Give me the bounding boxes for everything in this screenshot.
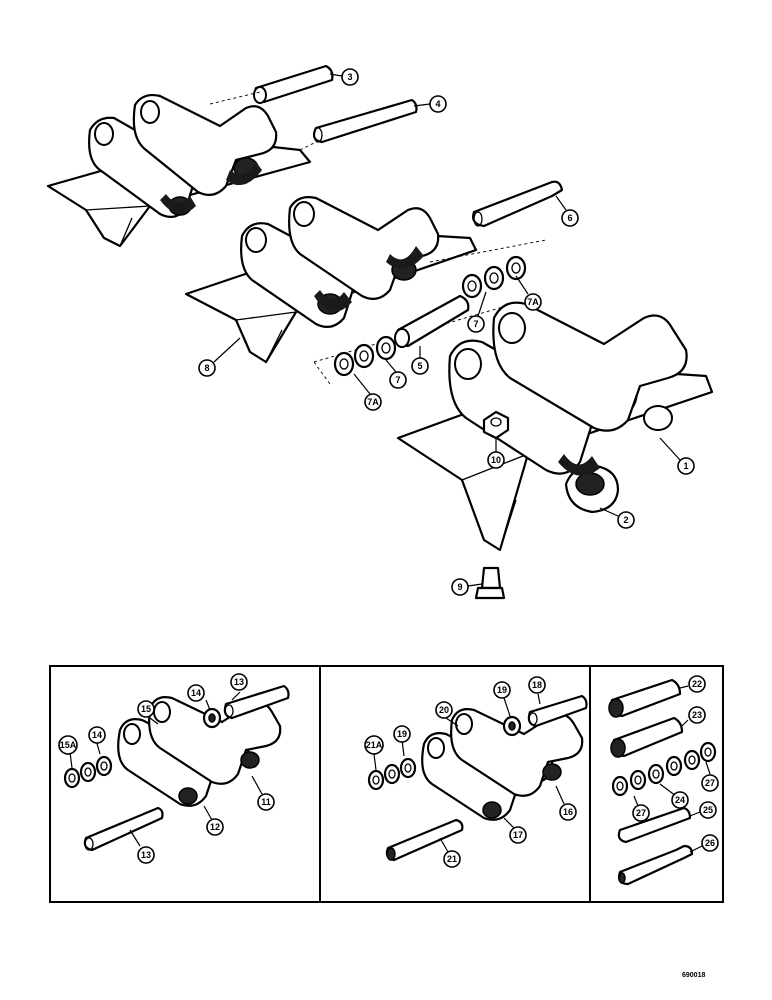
callout-16: 16: [559, 803, 577, 821]
svg-text:27: 27: [705, 778, 715, 788]
callout-14-left: 14: [88, 726, 106, 744]
callout-3: 3: [341, 68, 359, 86]
callout-13-top: 13: [230, 673, 248, 691]
callout-21A: 21A: [364, 735, 384, 755]
callout-13-bottom: 13: [137, 846, 155, 864]
svg-text:7: 7: [473, 319, 478, 329]
callout-9: 9: [451, 578, 469, 596]
svg-text:16: 16: [563, 807, 573, 817]
callout-17: 17: [509, 826, 527, 844]
bushing-3: [253, 64, 334, 104]
seal-7-right: [461, 255, 527, 299]
svg-text:15A: 15A: [60, 740, 77, 750]
svg-text:14: 14: [92, 730, 102, 740]
svg-text:25: 25: [703, 805, 713, 815]
svg-text:6: 6: [567, 213, 572, 223]
callout-14-top: 14: [187, 684, 205, 702]
svg-text:13: 13: [141, 850, 151, 860]
callout-20: 20: [435, 701, 453, 719]
inset-panels-frame: [49, 665, 724, 903]
svg-text:15: 15: [141, 704, 151, 714]
callout-11: 11: [257, 793, 275, 811]
callout-24: 24: [671, 791, 689, 809]
svg-text:7A: 7A: [527, 297, 539, 307]
callout-2: 2: [617, 511, 635, 529]
callout-group-main: 3 4 6 7A 7 5 7 7A 8 10 1 2 9: [198, 68, 695, 596]
inset-a-link-assembly: [63, 684, 290, 852]
callout-19-top: 19: [493, 681, 511, 699]
pin-4: [312, 98, 418, 144]
callout-25: 25: [699, 801, 717, 819]
callout-7A-left: 7A: [364, 393, 382, 411]
svg-text:23: 23: [692, 710, 702, 720]
svg-text:26: 26: [705, 838, 715, 848]
callout-group-inset-a: 13 14 15 14 15A 11 12 13: [58, 673, 275, 864]
bushing-5: [394, 294, 470, 348]
svg-text:3: 3: [347, 72, 352, 82]
drawing-code: 690018: [682, 972, 706, 979]
callout-19-left: 19: [393, 725, 411, 743]
svg-text:19: 19: [397, 729, 407, 739]
bolt-9: [474, 566, 506, 600]
svg-text:11: 11: [261, 797, 271, 807]
svg-text:10: 10: [491, 455, 501, 465]
callout-26: 26: [701, 834, 719, 852]
svg-text:21: 21: [447, 854, 457, 864]
callout-18: 18: [528, 676, 546, 694]
callout-15A: 15A: [58, 735, 78, 755]
svg-text:17: 17: [513, 830, 523, 840]
callout-group-inset-b: 18 19 20 19 21A 16 17 21: [364, 676, 577, 868]
callout-7-right: 7: [467, 315, 485, 333]
svg-text:14: 14: [191, 688, 201, 698]
svg-text:2: 2: [623, 515, 628, 525]
svg-text:5: 5: [417, 361, 422, 371]
svg-text:13: 13: [234, 677, 244, 687]
callout-6: 6: [561, 209, 579, 227]
callout-7-left: 7: [389, 371, 407, 389]
callout-7A-right: 7A: [524, 293, 542, 311]
svg-text:21A: 21A: [366, 740, 383, 750]
callout-10: 10: [487, 451, 505, 469]
svg-text:22: 22: [692, 679, 702, 689]
svg-text:27: 27: [636, 808, 646, 818]
callout-5: 5: [411, 357, 429, 375]
callout-1: 1: [677, 457, 695, 475]
callout-27-right: 27: [701, 774, 719, 792]
svg-text:12: 12: [210, 822, 220, 832]
seal-7-left: [333, 335, 397, 377]
svg-text:4: 4: [435, 99, 440, 109]
track-link-middle-pair: [240, 196, 440, 329]
callout-15: 15: [137, 700, 155, 718]
pin-6: [472, 180, 564, 228]
svg-text:20: 20: [439, 705, 449, 715]
svg-text:24: 24: [675, 795, 685, 805]
nut-10: [482, 410, 510, 440]
svg-text:9: 9: [457, 582, 462, 592]
callout-22: 22: [688, 675, 706, 693]
svg-text:7A: 7A: [367, 397, 379, 407]
svg-text:19: 19: [497, 685, 507, 695]
callout-12: 12: [206, 818, 224, 836]
inset-b-link-assembly: [367, 694, 588, 862]
callout-21: 21: [443, 850, 461, 868]
callout-27-left: 27: [632, 804, 650, 822]
svg-text:7: 7: [395, 375, 400, 385]
callout-8: 8: [198, 359, 216, 377]
callout-23: 23: [688, 706, 706, 724]
track-link-front-pair: [448, 301, 688, 514]
track-link-rear-pair: [88, 93, 278, 219]
callout-4: 4: [429, 95, 447, 113]
svg-text:8: 8: [204, 363, 209, 373]
callout-group-inset-c: 22 23 27 24 27 25 26: [632, 675, 719, 853]
svg-text:1: 1: [683, 461, 688, 471]
svg-text:18: 18: [532, 680, 542, 690]
inset-c-parts: [608, 678, 717, 886]
